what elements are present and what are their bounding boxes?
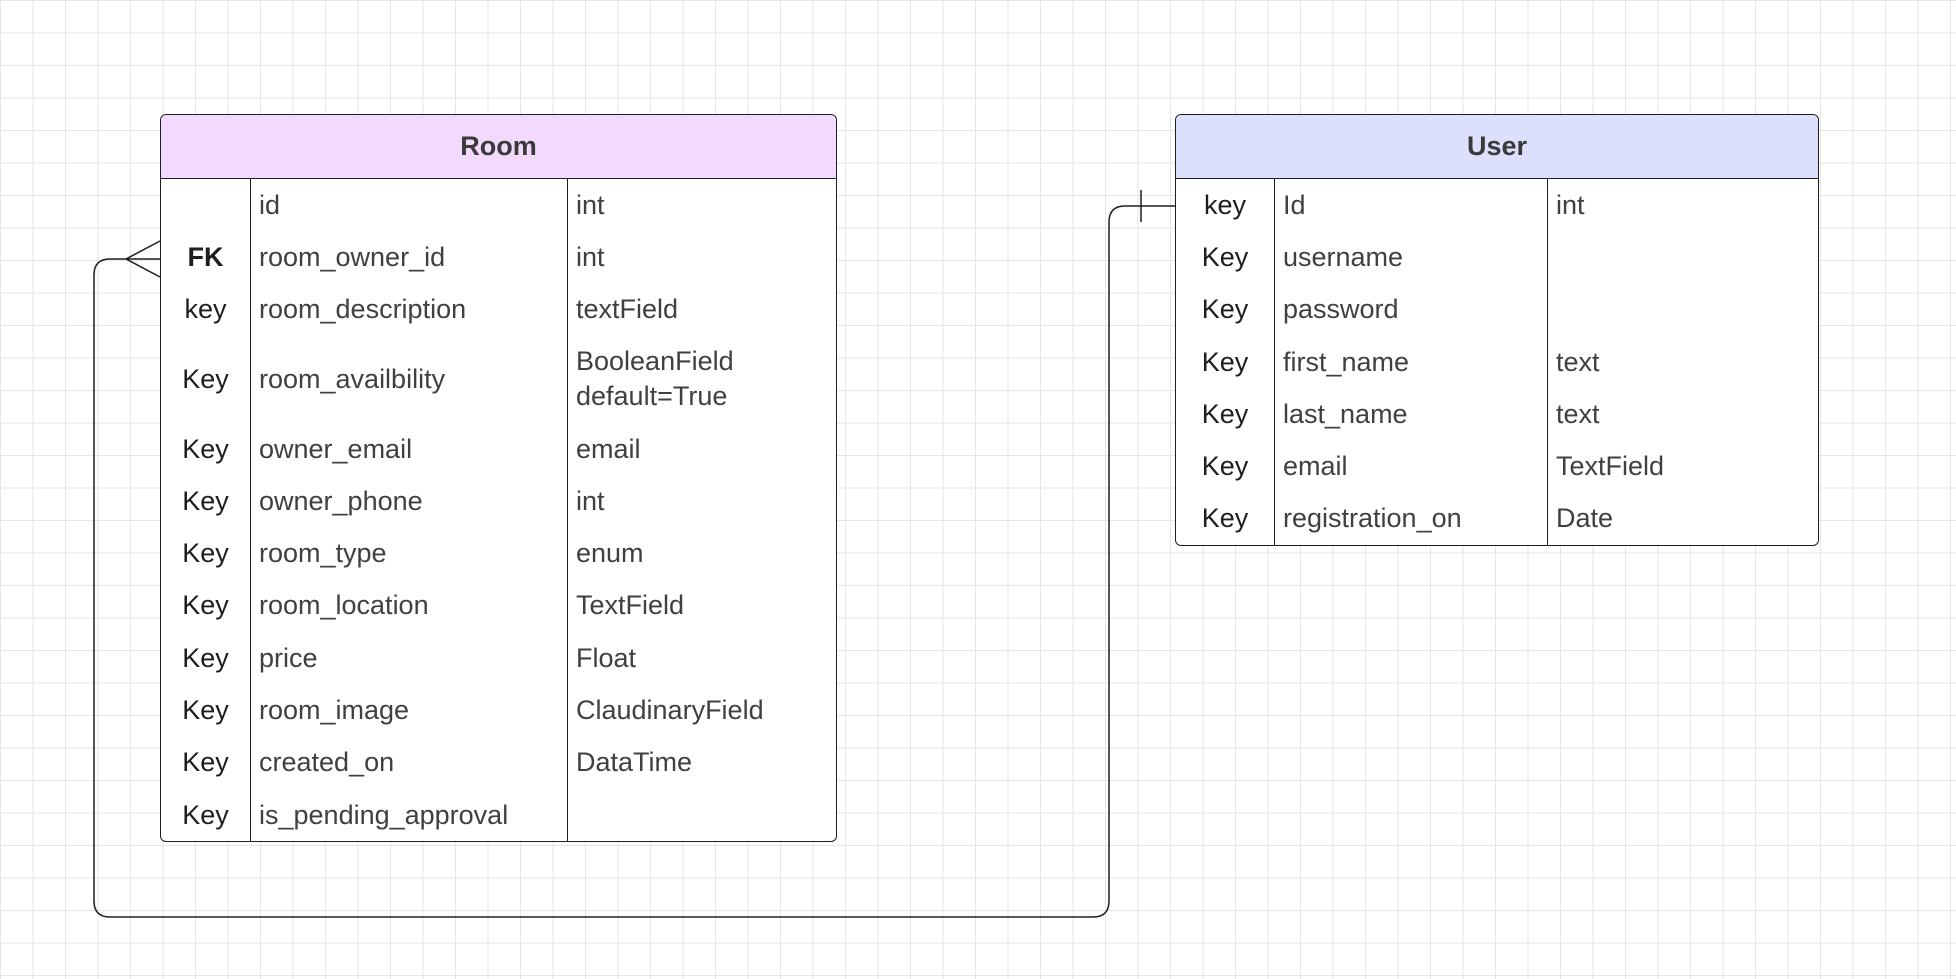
room-key-cell <box>161 179 250 231</box>
user-field-type: int <box>1556 189 1585 220</box>
user-field-type: text <box>1556 346 1600 377</box>
user-entity-title: User <box>1466 131 1528 161</box>
user-field-type: Date <box>1556 503 1614 534</box>
user-key-cell: key <box>1203 189 1247 220</box>
room-field-type: int <box>576 241 605 272</box>
room-field-type <box>568 789 836 841</box>
user-field-name: registration_on <box>1283 503 1462 534</box>
user-field-name: email <box>1283 451 1348 482</box>
user-field-type: text <box>1556 398 1600 429</box>
user-key-cell: Key <box>1201 294 1249 325</box>
room-field-name: created_on <box>259 747 395 778</box>
room-field-name: room_image <box>259 695 410 726</box>
room-field-name: owner_phone <box>259 485 423 516</box>
room-field-name: price <box>259 642 318 673</box>
room-field-type: ClaudinaryField <box>576 695 764 726</box>
user-field-type <box>1548 284 1818 336</box>
room-key-cell: Key <box>182 695 229 726</box>
room-field-name: room_description <box>259 294 467 325</box>
user-field-name: password <box>1283 294 1399 325</box>
user-field-name: username <box>1283 241 1404 272</box>
room-entity[interactable]: Room FK key Key Key Key Key Key Key Key … <box>160 114 837 843</box>
user-field-type: TextField <box>1556 451 1665 482</box>
user-key-cell: Key <box>1201 241 1249 272</box>
room-field-type: int <box>576 485 605 516</box>
room-field-type: Float <box>576 642 637 673</box>
room-field-type: TextField <box>576 590 685 621</box>
user-key-cell: Key <box>1201 451 1249 482</box>
room-field-type: int <box>576 189 605 220</box>
room-key-cell: FK <box>187 241 224 272</box>
room-key-cell: Key <box>182 747 229 778</box>
room-field-name: owner_email <box>259 433 413 464</box>
user-field-type <box>1548 231 1818 283</box>
room-field-name: room_owner_id <box>259 241 446 272</box>
room-field-name: room_location <box>259 590 429 621</box>
room-field-type: textField <box>576 294 679 325</box>
user-entity[interactable]: User key Key Key Key Key Key Key Id user… <box>1175 114 1819 547</box>
room-key-cell: Key <box>182 799 229 830</box>
room-entity-title: Room <box>460 131 537 161</box>
user-field-name: Id <box>1283 189 1306 220</box>
user-field-name: first_name <box>1283 346 1410 377</box>
room-field-type: DataTime <box>576 747 693 778</box>
room-key-cell: Key <box>182 590 229 621</box>
user-field-name: last_name <box>1283 398 1408 429</box>
room-key-cell: Key <box>182 433 229 464</box>
room-field-name: room_availbility <box>259 363 446 394</box>
room-key-cell: Key <box>182 363 229 394</box>
room-field-name: id <box>259 189 281 220</box>
room-key-cell: key <box>184 294 227 325</box>
room-key-cell: Key <box>182 538 229 569</box>
room-field-name: room_type <box>259 538 387 569</box>
user-key-cell: Key <box>1201 346 1249 377</box>
user-key-cell: Key <box>1201 503 1249 534</box>
room-field-type: BooleanField default=True <box>576 346 734 412</box>
room-entity-header: Room <box>161 115 836 179</box>
user-entity-header: User <box>1176 115 1818 179</box>
room-field-type: email <box>576 433 641 464</box>
room-key-cell: Key <box>182 485 229 516</box>
room-field-name: is_pending_approval <box>259 799 509 830</box>
user-key-cell: Key <box>1201 398 1249 429</box>
room-key-cell: Key <box>182 642 229 673</box>
room-field-type: enum <box>576 538 644 569</box>
many-cardinality-marker <box>124 240 161 278</box>
